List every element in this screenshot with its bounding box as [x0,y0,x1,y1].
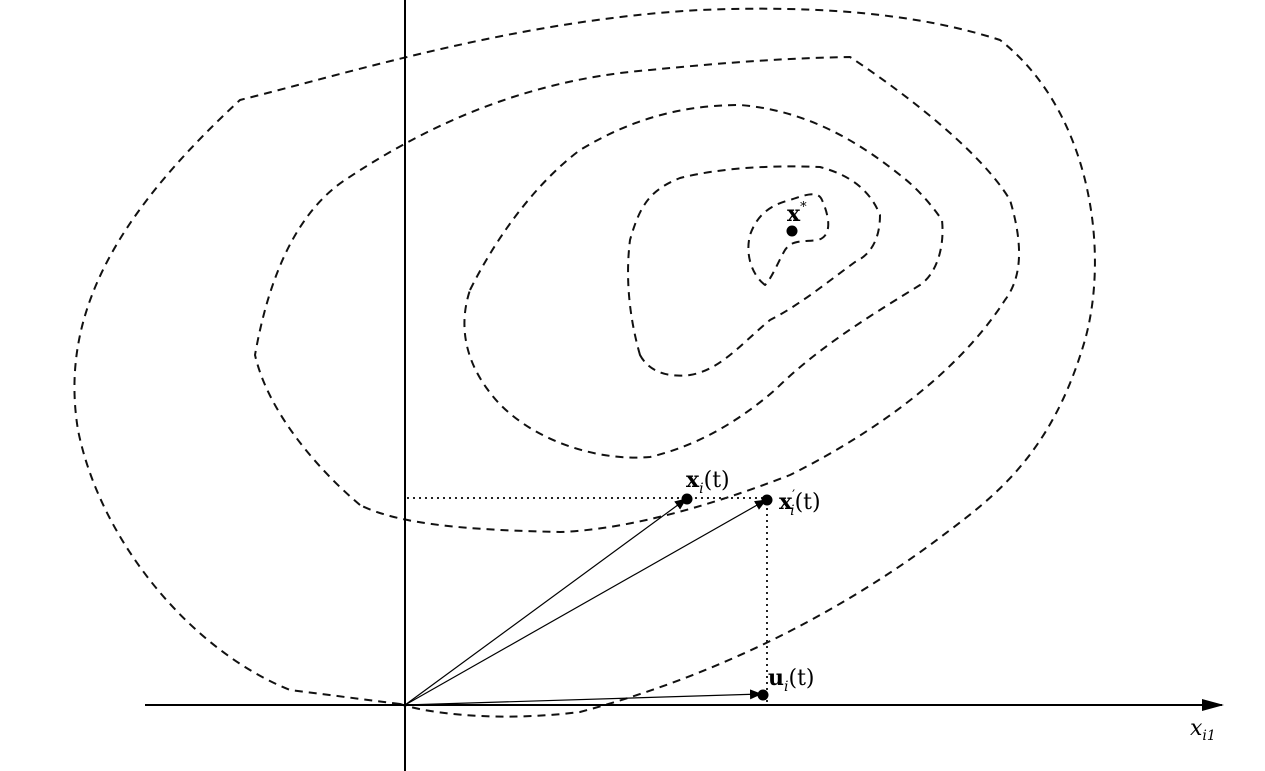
contour-fourth [627,165,881,377]
projection-guides [407,497,768,703]
velocity-label: ui(t) [768,665,815,695]
contour-second [254,56,1020,533]
points [681,225,798,701]
new-position-vector [404,499,767,706]
contour-lines [73,7,1096,718]
x-axis-label: xi1 [1190,716,1216,744]
contour-outer [73,7,1096,718]
velocity-point [757,689,769,701]
new-position-point [761,494,773,506]
optimum-label: x* [787,200,807,227]
position-point [681,493,693,505]
velocity-vector [404,689,762,706]
position-label: xi(t) [686,467,730,497]
position-vector [404,498,687,706]
contour-inner [747,193,830,286]
labels: x* xi(t) x′i(t) ui(t) xi1 [686,200,1216,744]
new-position-label: x′i(t) [779,488,821,519]
contour-third [463,104,944,459]
axes [145,0,1224,771]
optimum-point [786,225,798,237]
vectors [404,498,767,706]
